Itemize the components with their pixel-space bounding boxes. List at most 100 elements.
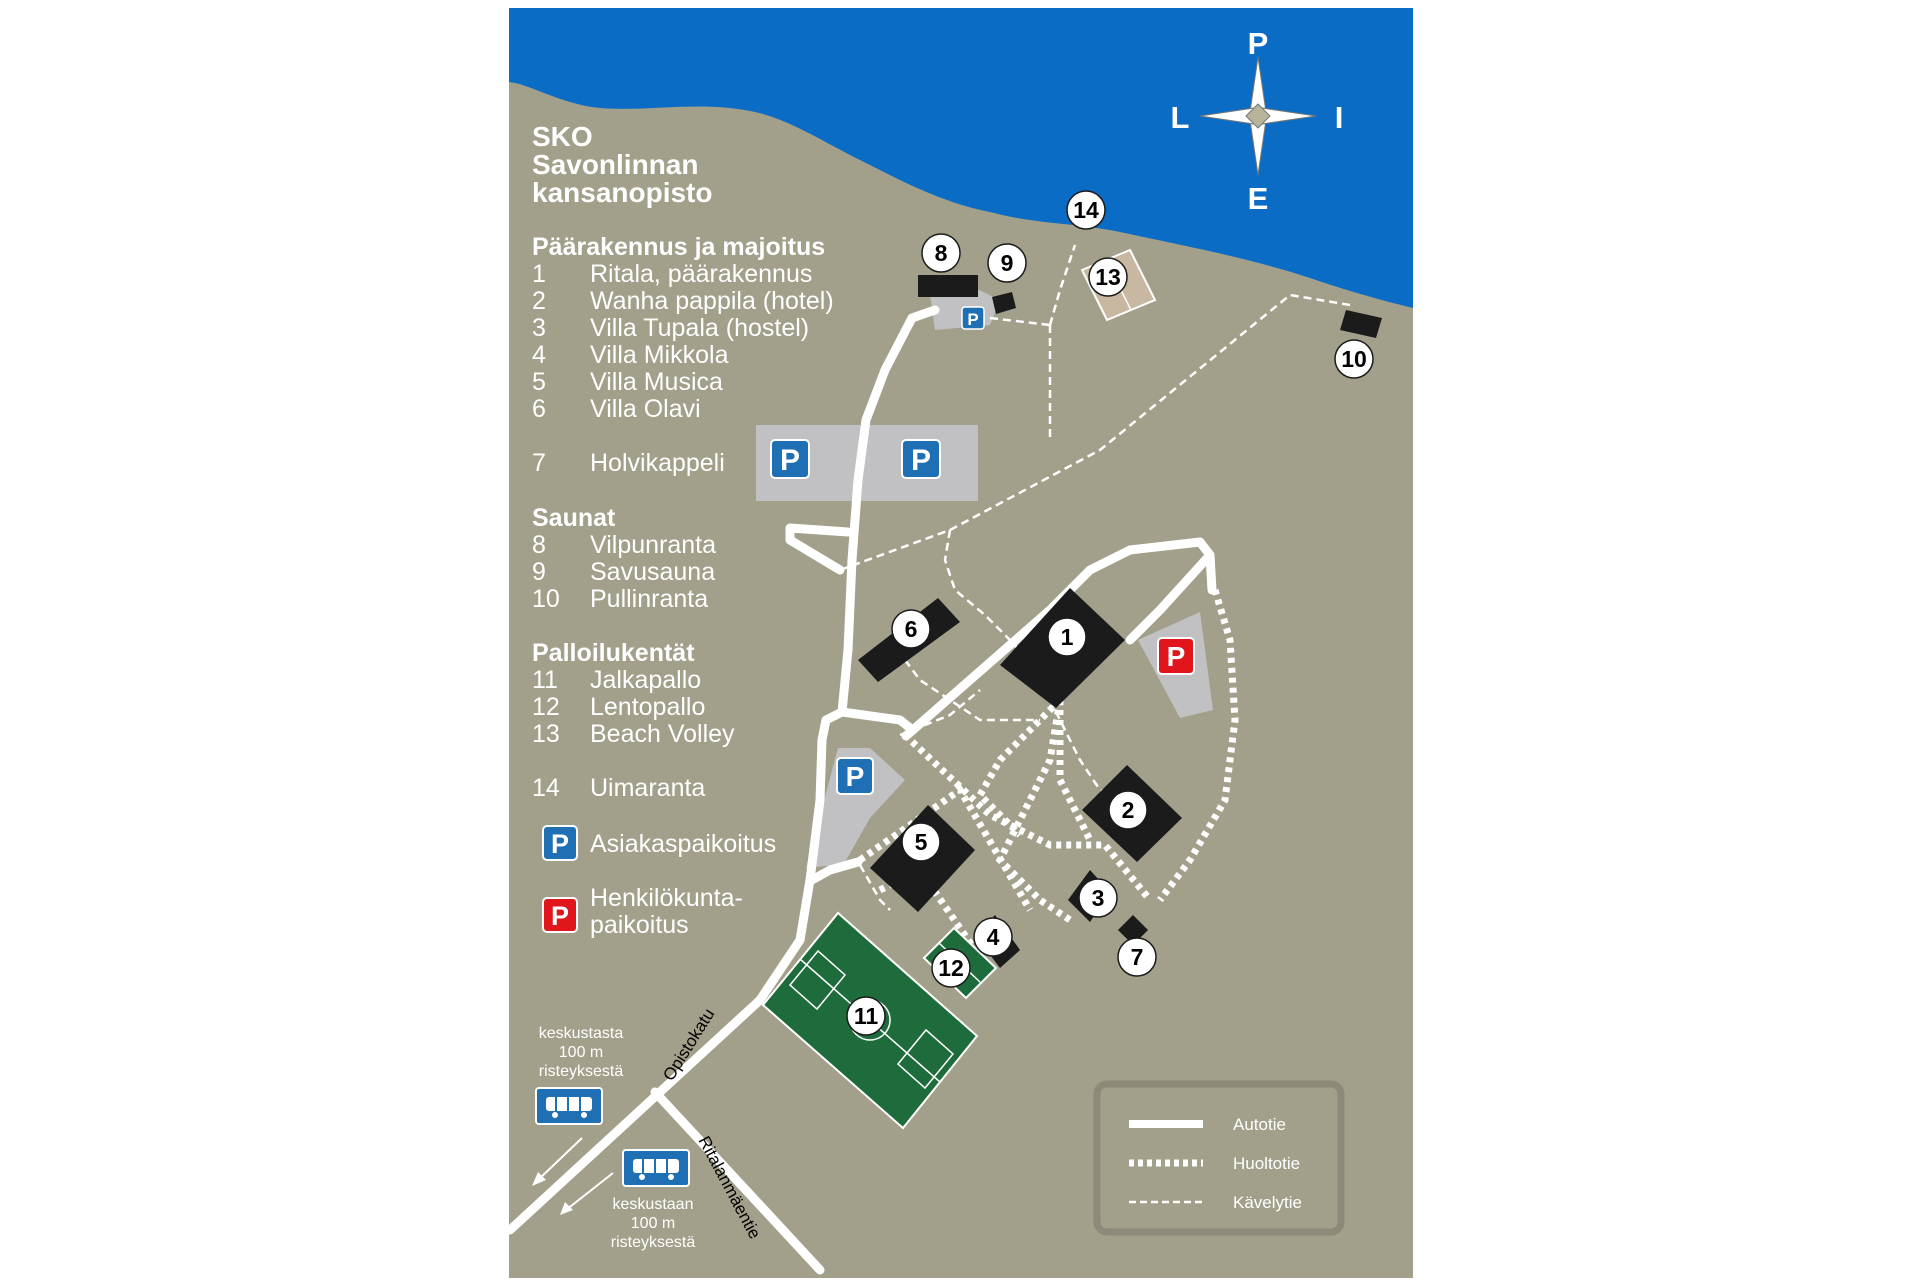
svg-text:10: 10 <box>532 585 560 613</box>
svg-text:7: 7 <box>1131 944 1144 970</box>
marker-9: 9 <box>987 243 1027 283</box>
marker-8: 8 <box>921 233 961 273</box>
marker-14: 14 <box>1066 190 1106 230</box>
svg-text:Kävelytie: Kävelytie <box>1233 1193 1302 1212</box>
marker-11: 11 <box>846 996 886 1036</box>
svg-text:13: 13 <box>1095 264 1121 290</box>
svg-text:Vilpunranta: Vilpunranta <box>590 531 716 559</box>
svg-text:SKO: SKO <box>532 121 593 152</box>
marker-10: 10 <box>1334 339 1374 379</box>
svg-text:Holvikappeli: Holvikappeli <box>590 449 725 477</box>
svg-text:Huoltotie: Huoltotie <box>1233 1154 1300 1173</box>
marker-6: 6 <box>891 609 931 649</box>
svg-text:Päärakennus ja majoitus: Päärakennus ja majoitus <box>532 233 825 261</box>
car-roads <box>505 305 1217 1275</box>
svg-text:4: 4 <box>532 341 546 369</box>
svg-text:2: 2 <box>532 287 546 315</box>
west-parking-area <box>806 748 905 868</box>
marker-5: 5 <box>901 822 941 862</box>
svg-text:5: 5 <box>532 368 546 396</box>
svg-text:Saunat: Saunat <box>532 504 616 532</box>
svg-text:P: P <box>551 901 569 931</box>
svg-text:Villa Mikkola: Villa Mikkola <box>590 341 729 369</box>
bus-info-from-center: keskustasta 100 m risteyksestä <box>539 1025 624 1080</box>
compass-east: I <box>1335 100 1344 135</box>
svg-text:8: 8 <box>935 240 948 266</box>
building-pullinranta <box>1340 310 1382 338</box>
legend-customer-parking-sign <box>542 825 578 861</box>
svg-text:12: 12 <box>938 955 964 981</box>
svg-text:Savusauna: Savusauna <box>590 558 715 586</box>
compass-rose: P E L I <box>1171 26 1344 216</box>
svg-text:P: P <box>1167 641 1186 672</box>
svg-text:P: P <box>780 444 800 477</box>
bus-stop-icon-to <box>622 1149 690 1187</box>
svg-text:13: 13 <box>532 720 560 748</box>
legend-staff-parking-sign <box>542 897 578 933</box>
parking-sign-staff: P <box>1157 637 1195 675</box>
building-holvikappeli <box>1118 915 1148 945</box>
legend-saunas: Saunat 8 Vilpunranta 9 Savusauna 10 Pull… <box>532 504 716 613</box>
svg-text:8: 8 <box>532 531 546 559</box>
svg-text:P: P <box>911 444 931 477</box>
legend-ball-fields: Palloilukentät 11 Jalkapallo 12 Lentopal… <box>532 639 735 802</box>
svg-text:3: 3 <box>532 314 546 342</box>
compass-west: L <box>1171 100 1190 135</box>
marker-4: 4 <box>973 917 1013 957</box>
svg-text:Villa Olavi: Villa Olavi <box>590 395 701 423</box>
svg-text:paikoitus: paikoitus <box>590 911 689 939</box>
arrow-from-center <box>532 1137 583 1186</box>
svg-text:keskustasta: keskustasta <box>539 1025 624 1042</box>
building-vilpunranta <box>918 275 978 297</box>
svg-text:2: 2 <box>1122 797 1135 823</box>
svg-text:1: 1 <box>532 260 546 288</box>
svg-text:11: 11 <box>532 666 558 694</box>
svg-text:risteyksestä: risteyksestä <box>611 1234 696 1251</box>
svg-text:P: P <box>846 761 865 792</box>
svg-text:6: 6 <box>905 616 918 642</box>
svg-text:Beach Volley: Beach Volley <box>590 720 735 748</box>
svg-text:1: 1 <box>1061 624 1074 650</box>
map-title: SKO Savonlinnan kansanopisto <box>532 121 712 208</box>
svg-text:100 m: 100 m <box>631 1215 675 1232</box>
arrow-to-center <box>560 1172 614 1215</box>
svg-text:Uimaranta: Uimaranta <box>590 774 705 802</box>
parking-sign-main-right: P <box>901 439 941 479</box>
svg-text:kansanopisto: kansanopisto <box>532 177 712 208</box>
svg-text:12: 12 <box>532 693 560 721</box>
walkways <box>839 244 1351 911</box>
svg-text:Autotie: Autotie <box>1233 1115 1286 1134</box>
svg-text:Henkilökunta-: Henkilökunta- <box>590 884 743 912</box>
svg-text:Villa Tupala (hostel): Villa Tupala (hostel) <box>590 314 809 342</box>
svg-text:Villa Musica: Villa Musica <box>590 368 723 396</box>
svg-text:6: 6 <box>532 395 546 423</box>
svg-text:7: 7 <box>532 449 546 477</box>
lake-water <box>509 8 1413 308</box>
svg-text:10: 10 <box>1341 346 1367 372</box>
marker-13: 13 <box>1088 257 1128 297</box>
marker-2: 2 <box>1108 790 1148 830</box>
svg-text:Ritala, päärakennus: Ritala, päärakennus <box>590 260 812 288</box>
building-savusauna <box>992 292 1016 314</box>
legend-main-buildings: Päärakennus ja majoitus 1 Ritala, päärak… <box>532 233 834 477</box>
svg-text:5: 5 <box>915 829 928 855</box>
parking-sign-sauna: P <box>961 306 985 330</box>
svg-text:Wanha pappila (hotel): Wanha pappila (hotel) <box>590 287 834 315</box>
marker-1: 1 <box>1047 617 1087 657</box>
svg-text:Savonlinnan: Savonlinnan <box>532 149 698 180</box>
svg-text:P: P <box>967 310 978 329</box>
parking-sign-west: P <box>836 757 874 795</box>
marker-3: 3 <box>1078 878 1118 918</box>
svg-text:14: 14 <box>1073 197 1099 223</box>
svg-text:100 m: 100 m <box>559 1044 603 1061</box>
svg-text:Palloilukentät: Palloilukentät <box>532 639 695 667</box>
compass-south: E <box>1248 181 1269 216</box>
svg-text:Pullinranta: Pullinranta <box>590 585 708 613</box>
svg-text:Jalkapallo: Jalkapallo <box>590 666 701 694</box>
legend-parking: P Asiakaspaikoitus P Henkilökunta- paiko… <box>542 825 776 939</box>
bus-stop-icon-from <box>535 1087 603 1125</box>
svg-text:P: P <box>551 829 569 859</box>
svg-text:3: 3 <box>1092 885 1105 911</box>
compass-north: P <box>1248 26 1269 61</box>
